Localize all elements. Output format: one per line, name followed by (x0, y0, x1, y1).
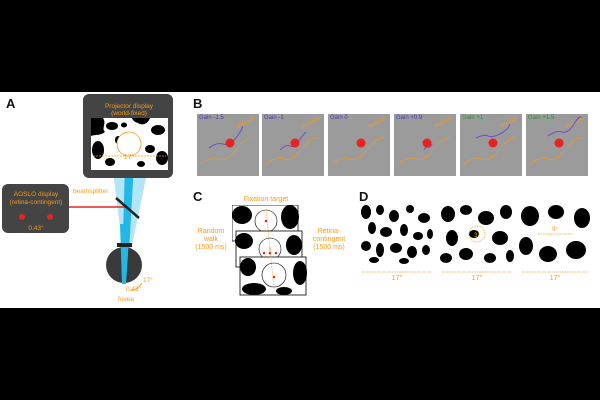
gain-tile-6: Gain +1.5 Retinal (526, 114, 588, 176)
trace-svg-1 (200, 125, 254, 165)
gaze-trace (397, 137, 451, 165)
projector-subtitle: (world-fixed) (111, 110, 147, 117)
gaze-trace (463, 137, 517, 165)
gaze-trace (331, 137, 385, 165)
trace-svg-3 (331, 137, 385, 165)
gain-label-6: Gain +1.5 (528, 115, 555, 121)
panel-d-stimuli: 17° 17° 17° 3° 9° (360, 204, 590, 282)
width-label-1: 17° (392, 274, 403, 282)
trace-svg-5 (463, 123, 517, 165)
panel-label-b: B (193, 96, 203, 111)
projector-extent-label: 17° (124, 153, 135, 161)
projector-fixation-ring (116, 131, 142, 157)
small-angle-label-1: 3° (474, 233, 480, 239)
beamsplitter-glass (115, 197, 140, 219)
fixation-dot (356, 138, 366, 148)
figure: A Projector dis (0, 92, 600, 308)
gaze-trace (265, 137, 319, 165)
gain-tile-3: Gain 0 Retinal (328, 114, 390, 176)
gain-tile-4: Gain +0.9 Retinal (394, 114, 456, 176)
eye-beam (120, 224, 130, 284)
fixation-dot (488, 138, 498, 148)
gain-label-5: Gain +1 (462, 115, 484, 121)
fixation-dot (422, 138, 432, 148)
trial-sequence (232, 205, 307, 296)
retina-contingent-line-1: Retina- (317, 228, 341, 235)
width-label-3: 17° (550, 274, 561, 282)
panel-label-c: C (193, 189, 203, 204)
gain-tile-2: Gain -1 Retinal (262, 114, 324, 176)
gain-label-2: Gain -1 (264, 115, 284, 121)
retina-contingent-line-3: (1500 ms) (313, 244, 345, 251)
gaze-trace (529, 137, 583, 165)
fixation-target-label: Fixation target (243, 196, 289, 203)
retinal-trace (547, 116, 583, 137)
random-walk-label: Random walk (1500 ms) (192, 228, 230, 252)
eye-lens (117, 243, 132, 247)
fixation-dot (554, 138, 564, 148)
aoslo-dot-left (19, 214, 25, 220)
gaze-trace (200, 137, 254, 165)
beamsplitter-label: beamsplitter (73, 188, 109, 195)
gain-tile-5: Gain +1 Retinal (460, 114, 522, 176)
aoslo-dot-right (47, 214, 53, 220)
projector-title: Projector display (105, 103, 154, 110)
noise-image-1 (360, 204, 434, 264)
aoslo-angle-label: 0.43° (28, 224, 44, 232)
trace-svg-4 (397, 137, 451, 165)
fixation-dot (290, 138, 300, 148)
retina-contingent-label: Retina- contingent (1500 ms) (309, 228, 349, 252)
random-walk-line-3: (1500 ms) (195, 244, 227, 251)
panel-label-a: A (6, 96, 16, 111)
gain-tile-1: Gain -1.5 Retinal (197, 114, 259, 176)
aoslo-title: AOSLO display (14, 191, 59, 198)
eye-angle-arc (130, 282, 143, 292)
random-walk-line-2: walk (203, 236, 218, 243)
trace-svg-2 (265, 131, 319, 165)
width-label-2: 17° (472, 274, 483, 282)
aoslo-display-box (2, 184, 69, 233)
fixation-dot (225, 138, 235, 148)
aoslo-subtitle: (retina-contingent) (10, 199, 63, 206)
noise-image-2 (440, 204, 514, 264)
retinal-trace (475, 123, 511, 139)
gain-label-3: Gain 0 (330, 115, 348, 121)
noise-image-3 (519, 204, 590, 264)
random-walk-line-1: Random (197, 228, 225, 235)
trial-frame-3 (239, 256, 307, 296)
eye-angle-small-label: 0.43° (126, 285, 142, 293)
gain-label-4: Gain +0.9 (396, 115, 423, 121)
small-angle-label-2: 9° (552, 227, 558, 233)
gain-label-1: Gain -1.5 (199, 115, 224, 121)
fovea-label: fovea (118, 296, 134, 303)
retina-contingent-line-2: contingent (312, 236, 346, 243)
projector-beam-cone (112, 164, 149, 274)
eye-angle-large-label: 17° (143, 276, 153, 284)
panel-a-diagram: Projector display (world-fixed) 17° AOSL… (2, 94, 173, 303)
panel-label-d: D (359, 189, 369, 204)
trace-svg-6 (529, 116, 583, 165)
